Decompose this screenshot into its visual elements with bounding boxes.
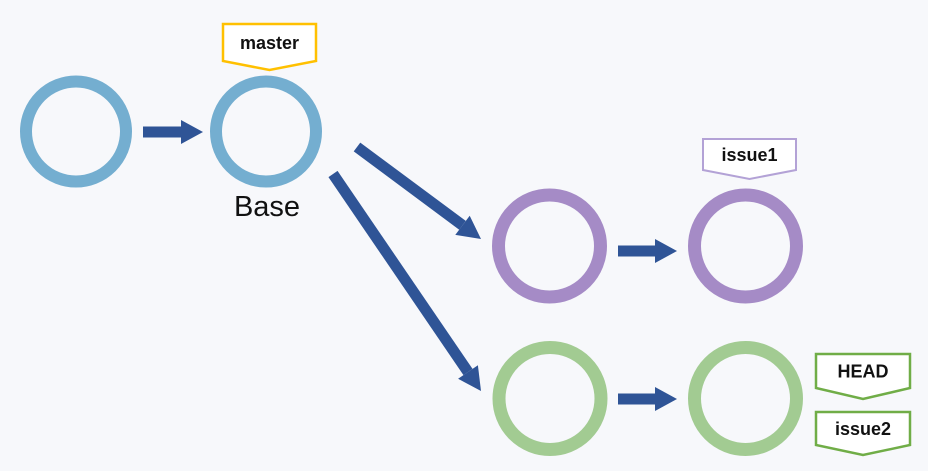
- commit-node-issue2-2: [688, 341, 803, 456]
- commit-node-master-1: [20, 75, 132, 188]
- banner-shape: [814, 352, 912, 401]
- master-tag-label: master: [240, 33, 299, 53]
- arrow-commit1-to-base: [143, 120, 203, 144]
- banner-shape: [814, 410, 912, 457]
- head-tag-banner: HEAD: [814, 352, 912, 401]
- arrow-head: [655, 387, 677, 411]
- banner-shape: [702, 138, 797, 181]
- arrow-shaft: [353, 142, 466, 230]
- arrow-head: [655, 239, 677, 263]
- arrow-issue2: [618, 387, 677, 411]
- arrow-base-to-issue2: [328, 170, 481, 391]
- arrow-issue1: [618, 239, 677, 263]
- commit-node-base: [210, 75, 322, 188]
- banner-shape: [221, 22, 318, 72]
- commit-node-issue2-1: [492, 341, 608, 456]
- commit-node-issue1-1: [492, 188, 607, 304]
- arrow-head: [458, 365, 481, 391]
- arrow-head: [455, 215, 481, 239]
- arrow-shaft: [328, 170, 473, 376]
- commit-node-issue1-2: [688, 188, 803, 304]
- issue1-tag-banner: issue1: [702, 138, 797, 181]
- issue2-tag-label: issue2: [835, 419, 891, 439]
- arrow-head: [181, 120, 203, 144]
- head-tag-label: HEAD: [837, 362, 888, 382]
- master-tag-banner: master: [221, 22, 318, 72]
- issue1-tag-label: issue1: [721, 145, 777, 165]
- arrow-base-to-issue1: [353, 142, 481, 239]
- issue2-tag-banner: issue2: [814, 410, 912, 457]
- base-node-label: Base: [234, 191, 300, 223]
